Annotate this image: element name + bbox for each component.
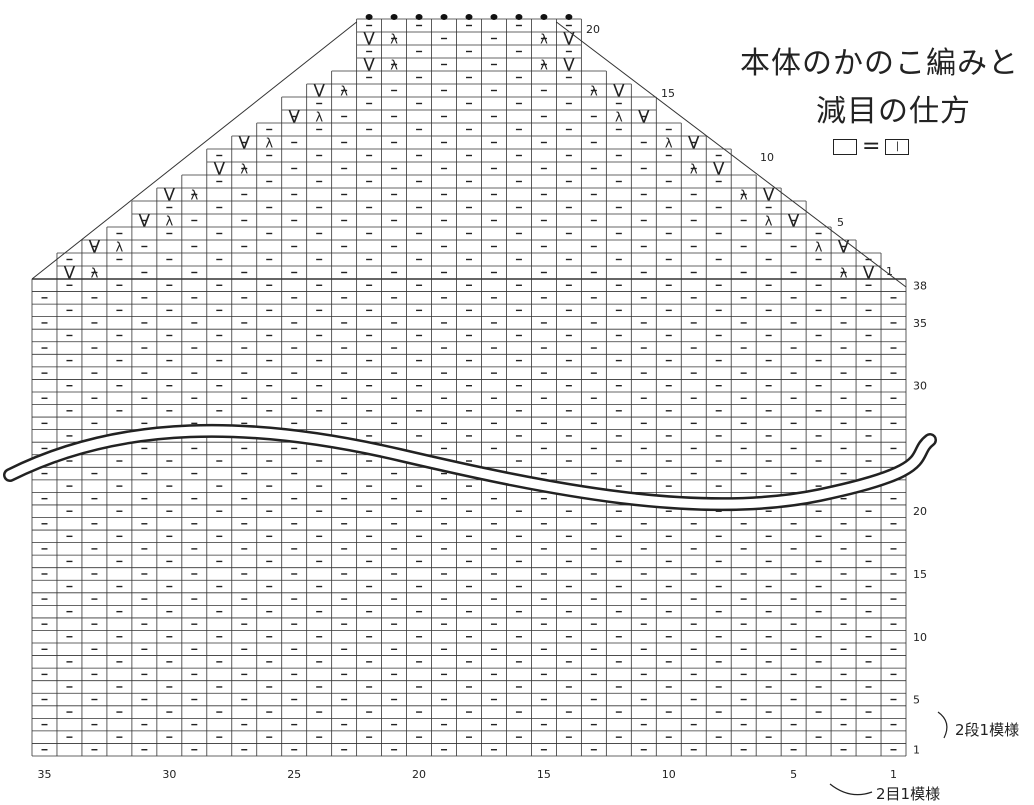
row-repeat-note: 2段1模様: [955, 721, 1020, 739]
body-row-number-label: 35: [913, 317, 927, 330]
decrease-lambda-symbol: λ: [340, 85, 348, 100]
decrease-v-symbol: V: [713, 160, 725, 180]
decrease-v-symbol: V: [313, 82, 325, 102]
stitch-number-label: 30: [162, 768, 176, 781]
bind-off-dot-symbol: [440, 14, 448, 20]
stitch-number-label: 5: [790, 768, 797, 781]
body-row-number-label: 1: [913, 744, 920, 757]
decrease-lambda-symbol: λ: [590, 85, 598, 100]
decrease-lambda-symbol: λ: [165, 215, 173, 230]
stitch-repeat-note: 2目1模様: [876, 785, 941, 803]
yoke-row-number-label: 20: [586, 23, 600, 36]
bind-off-dot-symbol: [490, 14, 498, 20]
stitch-repeat-bracket: [829, 783, 873, 796]
legend-empty-cell-icon: [833, 138, 857, 155]
legend-equals: =: [862, 134, 881, 159]
decrease-lambda-symbol: λ: [815, 241, 823, 256]
decrease-v-symbol: V: [288, 108, 300, 128]
decrease-lambda-symbol: λ: [665, 137, 673, 152]
body-row-number-label: 38: [913, 279, 927, 292]
decrease-v-symbol: V: [563, 30, 575, 50]
chart-title-line2: 減目の仕方: [816, 94, 971, 129]
body-row-number-label: 30: [913, 380, 927, 393]
yoke-row-number-label: 10: [760, 151, 774, 164]
stitch-number-label: 15: [537, 768, 551, 781]
bind-off-dot-symbol: [415, 14, 423, 20]
body-row-number-label: 5: [913, 694, 920, 707]
decrease-lambda-symbol: λ: [390, 59, 398, 74]
decrease-lambda-symbol: λ: [91, 267, 99, 282]
decrease-lambda-symbol: λ: [840, 267, 848, 282]
decrease-guide-line: [31, 21, 357, 280]
yoke-row-number-label: 15: [661, 87, 675, 100]
body-grid: [31, 278, 907, 757]
decrease-v-symbol: V: [238, 134, 250, 154]
stitch-number-label: 10: [662, 768, 676, 781]
decrease-v-symbol: V: [64, 264, 76, 284]
legend-knit-symbol: |: [895, 140, 900, 152]
decrease-lambda-symbol: λ: [116, 241, 124, 256]
decrease-lambda-symbol: λ: [690, 163, 698, 178]
decrease-v-symbol: V: [363, 30, 375, 50]
decrease-v-symbol: V: [363, 56, 375, 76]
decrease-lambda-symbol: λ: [540, 33, 548, 48]
bind-off-dot-symbol: [465, 14, 473, 20]
decrease-lambda-symbol: λ: [390, 33, 398, 48]
stitch-number-label: 25: [287, 768, 301, 781]
decrease-v-symbol: V: [164, 186, 176, 206]
decrease-guide-line: [556, 21, 907, 288]
stitch-number-label: 35: [37, 768, 51, 781]
symbol-legend: = |: [833, 134, 910, 159]
yoke-row-number-label: 1: [886, 265, 893, 278]
break-wave: [5, 426, 935, 509]
body-row-number-label: 15: [913, 568, 927, 581]
decrease-lambda-symbol: λ: [265, 137, 273, 152]
stitch-number-label: 1: [890, 768, 897, 781]
decrease-v-symbol: V: [638, 108, 650, 128]
decrease-lambda-symbol: λ: [315, 111, 323, 126]
decrease-v-symbol: V: [613, 82, 625, 102]
decrease-v-symbol: V: [863, 264, 875, 284]
chart-title-line1: 本体のかのこ編みと: [740, 46, 1019, 81]
stitch-number-label: 20: [412, 768, 426, 781]
decrease-lambda-symbol: λ: [240, 163, 248, 178]
yoke-row-number-label: 5: [837, 216, 844, 229]
decrease-v-symbol: V: [89, 238, 101, 258]
bind-off-dot-symbol: [540, 14, 548, 20]
bind-off-dot-symbol: [515, 14, 523, 20]
bind-off-dot-symbol: [365, 14, 373, 20]
body-row-number-label: 10: [913, 631, 927, 644]
body-row-number-label: 20: [913, 505, 927, 518]
decrease-v-symbol: V: [688, 134, 700, 154]
bind-off-dot-symbol: [390, 14, 398, 20]
decrease-lambda-symbol: λ: [765, 215, 773, 230]
bind-off-dot-symbol: [565, 14, 573, 20]
decrease-lambda-symbol: λ: [190, 189, 198, 204]
decrease-v-symbol: V: [838, 238, 850, 258]
decrease-v-symbol: V: [563, 56, 575, 76]
decrease-v-symbol: V: [139, 212, 151, 232]
legend-knit-cell-icon: |: [885, 138, 910, 155]
row-repeat-bracket: [937, 711, 948, 739]
decrease-lambda-symbol: λ: [615, 111, 623, 126]
decrease-v-symbol: V: [788, 212, 800, 232]
decrease-lambda-symbol: λ: [540, 59, 548, 74]
decrease-lambda-symbol: λ: [740, 189, 748, 204]
decrease-v-symbol: V: [763, 186, 775, 206]
decrease-v-symbol: V: [213, 160, 225, 180]
